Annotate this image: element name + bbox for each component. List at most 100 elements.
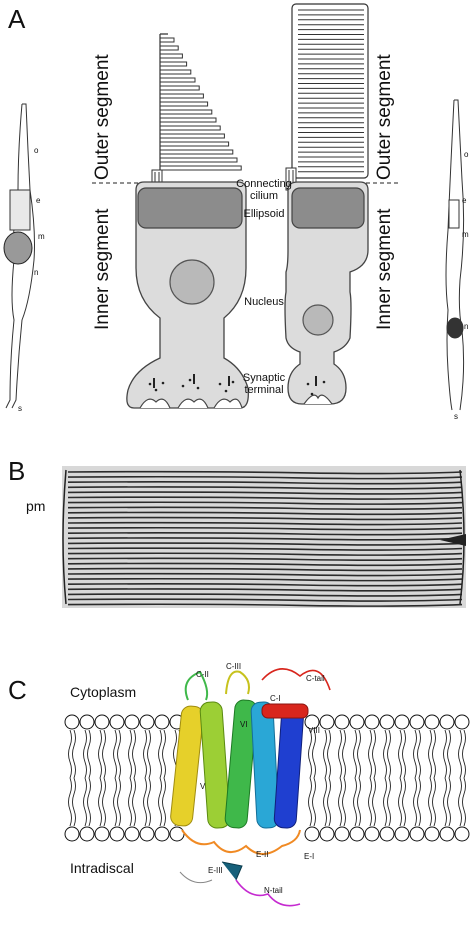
lipid-tail [102, 777, 106, 827]
lipid-tail [417, 729, 421, 779]
disc-membrane-line [67, 572, 463, 577]
sketch-left-mark-m: m [38, 232, 45, 241]
lipid-tail [353, 777, 357, 827]
disc-membrane-line [67, 547, 463, 551]
lipid-tail [357, 777, 361, 827]
lipid-head [169, 826, 185, 842]
nucleus-label: Nucleus [244, 296, 284, 308]
cone-lamella [160, 53, 183, 59]
loop-label-c-tail: C-tail [306, 674, 325, 683]
outer-segment-label-left: Outer segment [92, 54, 113, 180]
lipid-head [94, 714, 110, 730]
disc-membrane-line [67, 526, 463, 531]
loop-label-c-ii: C-II [196, 670, 209, 679]
lipid-tail [398, 729, 402, 779]
lipid-tail [447, 777, 451, 827]
lipid-head [304, 826, 320, 842]
disc-membrane-line [67, 562, 463, 567]
lipid-tail [312, 729, 316, 779]
rod-nucleus [302, 304, 334, 336]
pm-label: pm [26, 498, 46, 514]
cone-lamella [160, 157, 238, 163]
disc-membrane-line [67, 486, 463, 490]
lipid-head [79, 714, 95, 730]
lipid-head [319, 826, 335, 842]
rod-ellipsoid [291, 187, 365, 229]
lipid-tail [398, 777, 402, 827]
lipid-head [379, 714, 395, 730]
lipid-tail [368, 729, 372, 779]
lipid-tail [147, 777, 151, 827]
lipid-tail [117, 729, 121, 779]
lipid-tail [443, 729, 447, 779]
lipid-tail [413, 777, 417, 827]
lipid-head [379, 826, 395, 842]
lipid-head [124, 826, 140, 842]
ellipsoid-label: Ellipsoid [243, 208, 285, 220]
cone-lamella [160, 69, 192, 75]
lipid-tail [447, 729, 451, 779]
lipid-tail [383, 777, 387, 827]
lipid-tail [342, 729, 346, 779]
cone-histology-sketch [3, 103, 35, 409]
lipid-tail [338, 729, 342, 779]
disc-membrane-line [67, 552, 463, 556]
cone-outer-segment [159, 33, 242, 178]
lipid-tail [132, 777, 136, 827]
rod-synaptic-terminal [303, 394, 333, 405]
disc-membrane-line [67, 537, 463, 541]
lipid-tail [83, 729, 87, 779]
disc-membrane-line [67, 603, 463, 607]
lipid-tail [68, 729, 72, 779]
lipid-tail [312, 777, 316, 827]
lipid-tail [177, 729, 181, 779]
cone-lamella [160, 101, 209, 107]
lipid-head [334, 826, 350, 842]
lipid-tail [353, 729, 357, 779]
lipid-tail [128, 777, 132, 827]
lipid-head [349, 826, 365, 842]
cone-lamella [160, 109, 213, 115]
disc-membrane-line [67, 532, 463, 536]
lipid-tail [387, 729, 391, 779]
lipid-tail [162, 777, 166, 827]
disc-membrane-line [67, 516, 463, 521]
rod-histology-sketch [445, 99, 465, 411]
lipid-head [169, 714, 185, 730]
lipid-tail [387, 777, 391, 827]
lipid-tail [308, 729, 312, 779]
lipid-tail [323, 729, 327, 779]
cone-lamella [160, 149, 234, 155]
panel-b-letter: B [8, 456, 26, 486]
loop-label-viii: VIII [308, 726, 321, 735]
lipid-tail [132, 729, 136, 779]
lipid-tail [372, 729, 376, 779]
disc-membrane-line [67, 521, 463, 526]
lipid-tail [158, 777, 162, 827]
plasma-membrane [62, 469, 67, 605]
disc-membrane-line [67, 588, 463, 592]
cone-lamella [160, 77, 196, 83]
lipid-tail [413, 729, 417, 779]
sketch-left-mark-s: s [18, 404, 22, 413]
inner-segment-label-left: Inner segment [92, 208, 113, 330]
lipid-tail [368, 777, 372, 827]
disc-membrane-line [67, 567, 463, 572]
lipid-head [364, 826, 380, 842]
inner-segment-label-right: Inner segment [374, 208, 395, 330]
disc-membrane-line [67, 557, 463, 562]
cone-lamella [160, 117, 217, 123]
disc-membrane-line [67, 470, 463, 475]
loop-label-e-i: E-I [304, 852, 315, 861]
lipid-head [409, 714, 425, 730]
cone-synaptic-vesicles [148, 374, 235, 393]
lipid-tail [458, 777, 462, 827]
disc-membrane-line [67, 491, 463, 495]
sketch-right-mark-n: n [464, 322, 469, 331]
sketch-right-mark-s: s [454, 412, 458, 421]
disc-membrane-line [67, 598, 463, 602]
loop-label-vi: VI [240, 720, 248, 729]
disc-membrane-line [67, 511, 463, 516]
lipid-tail [402, 777, 406, 827]
disc-membrane-line [67, 542, 463, 546]
